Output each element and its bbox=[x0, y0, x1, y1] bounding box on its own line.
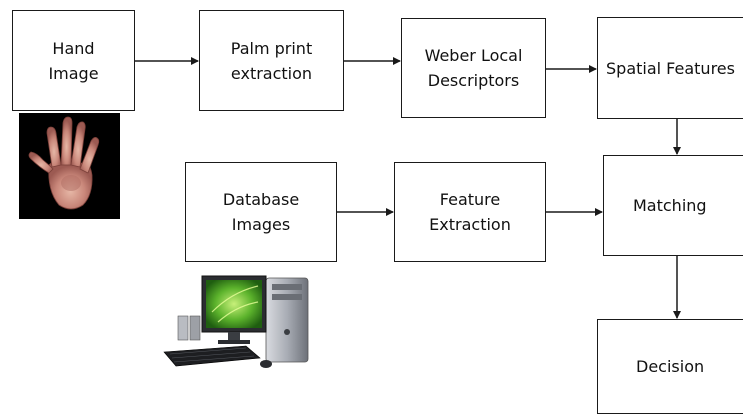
node-weber-local-descriptors: Weber Local Descriptors bbox=[401, 18, 546, 118]
hand-photo bbox=[19, 113, 120, 219]
node-database-images: Database Images bbox=[185, 162, 337, 262]
connector-layer bbox=[135, 57, 681, 319]
node-matching: Matching bbox=[603, 155, 743, 256]
node-feature-extraction: Feature Extraction bbox=[394, 162, 546, 262]
node-palm-print-extraction: Palm print extraction bbox=[199, 10, 344, 111]
node-decision: Decision bbox=[597, 319, 743, 414]
computer-icon bbox=[163, 275, 309, 368]
hand-icon bbox=[28, 116, 100, 210]
node-spatial-features: Spatial Features bbox=[597, 17, 743, 119]
desktop-computer-graphic bbox=[162, 272, 322, 372]
node-hand-image: Hand Image bbox=[12, 10, 135, 111]
